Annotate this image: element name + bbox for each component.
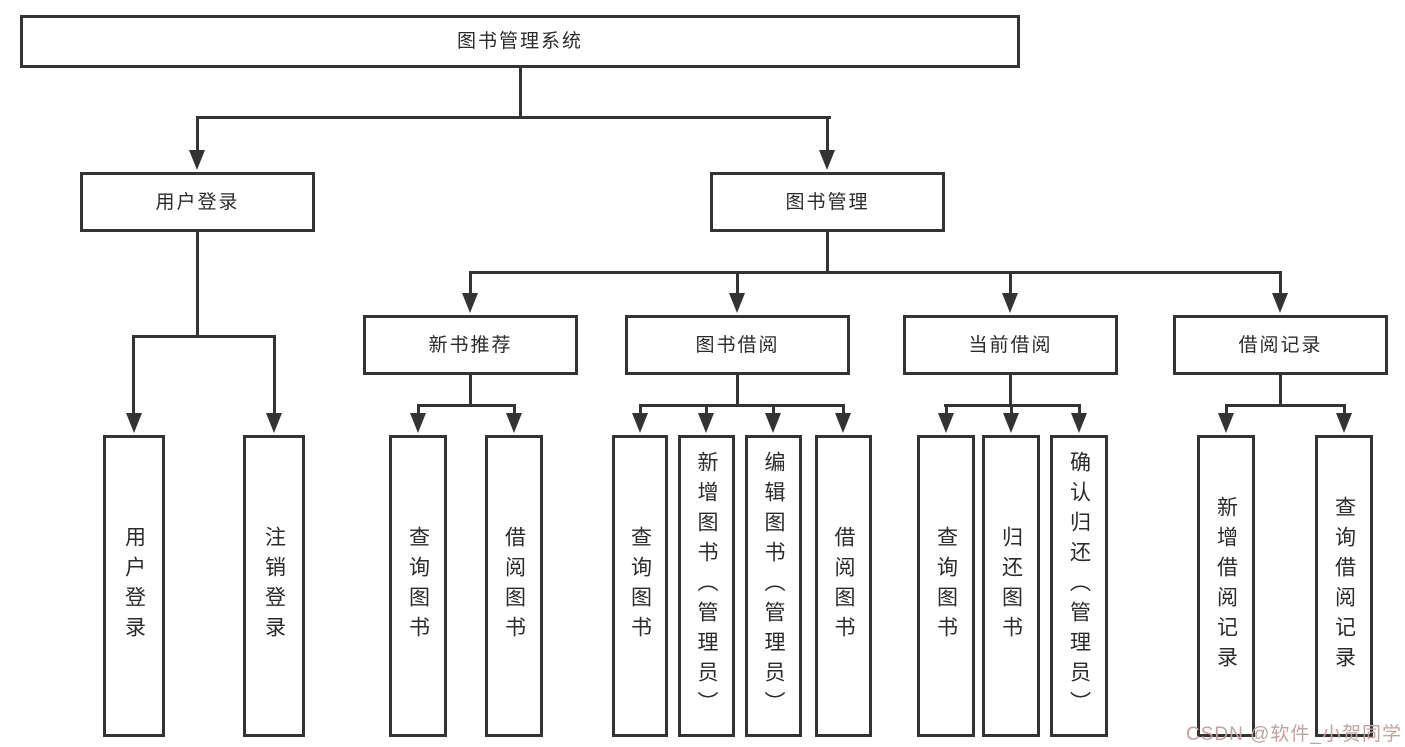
- connector-line: [1009, 375, 1012, 407]
- leaf-edit-books-admin: 编辑图书（管理员）: [745, 435, 802, 737]
- csdn-watermark: CSDN @软件_小贺同学: [1186, 724, 1402, 745]
- leaf-current-query-books: 查询图书: [917, 435, 975, 737]
- connector-line: [736, 271, 739, 295]
- leaf-recommend-query-books: 查询图书: [389, 435, 447, 737]
- leaf-query-borrow-record-label: 查询借阅记录: [1332, 496, 1356, 676]
- leaf-return-books-label: 归还图书: [999, 526, 1023, 646]
- node-book-management-label: 图书管理: [785, 191, 870, 213]
- connector-line: [417, 404, 516, 407]
- leaf-add-books-admin-label: 新增图书（管理员）: [695, 451, 719, 721]
- leaf-edit-books-admin-label: 编辑图书（管理员）: [762, 451, 786, 721]
- arrow-down-icon: [410, 413, 426, 433]
- leaf-borrow-query-books: 查询图书: [612, 435, 668, 737]
- leaf-borrow-query-books-label: 查询图书: [628, 526, 652, 646]
- leaf-confirm-return-admin-label: 确认归还（管理员）: [1067, 451, 1091, 721]
- leaf-add-borrow-record-label: 新增借阅记录: [1214, 496, 1238, 676]
- arrow-down-icon: [126, 413, 142, 433]
- connector-line: [469, 271, 1282, 274]
- connector-line: [513, 404, 516, 415]
- connector-line: [469, 271, 472, 295]
- arrow-down-icon: [506, 413, 522, 433]
- arrow-down-icon: [632, 413, 648, 433]
- arrow-down-icon: [189, 150, 205, 170]
- connector-line: [132, 335, 276, 338]
- leaf-recommend-query-books-label: 查询图书: [406, 526, 430, 646]
- connector-line: [417, 404, 420, 415]
- node-book-borrow-label: 图书借阅: [695, 334, 780, 356]
- arrow-down-icon: [765, 413, 781, 433]
- connector-line: [196, 116, 199, 152]
- node-borrow-record: 借阅记录: [1173, 315, 1388, 375]
- connector-line: [842, 404, 845, 415]
- connector-line: [705, 404, 708, 415]
- leaf-query-borrow-record: 查询借阅记录: [1315, 435, 1373, 737]
- connector-line: [639, 404, 845, 407]
- arrow-down-icon: [819, 150, 835, 170]
- node-user-login-label: 用户登录: [155, 191, 240, 213]
- connector-line: [639, 404, 642, 415]
- leaf-borrow-books: 借阅图书: [815, 435, 872, 737]
- node-root-label: 图书管理系统: [456, 31, 583, 52]
- leaf-recommend-borrow-books-label: 借阅图书: [502, 526, 526, 646]
- node-root: 图书管理系统: [20, 15, 1020, 68]
- connector-line: [469, 375, 472, 407]
- connector-line: [826, 232, 829, 273]
- arrow-down-icon: [938, 413, 954, 433]
- arrow-down-icon: [698, 413, 714, 433]
- arrow-down-icon: [1272, 293, 1288, 313]
- node-borrow-record-label: 借阅记录: [1238, 334, 1323, 356]
- leaf-user-login: 用户登录: [103, 435, 165, 737]
- connector-line: [945, 404, 948, 415]
- connector-line: [1279, 375, 1282, 407]
- leaf-add-books-admin: 新增图书（管理员）: [678, 435, 735, 737]
- connector-line: [1343, 404, 1346, 415]
- leaf-add-borrow-record: 新增借阅记录: [1197, 435, 1255, 737]
- arrow-down-icon: [462, 293, 478, 313]
- connector-line: [1010, 404, 1013, 415]
- arrow-down-icon: [1218, 413, 1234, 433]
- arrow-down-icon: [835, 413, 851, 433]
- leaf-logout-label: 注销登录: [262, 526, 286, 646]
- node-new-book-recommend-label: 新书推荐: [428, 334, 513, 356]
- leaf-recommend-borrow-books: 借阅图书: [485, 435, 543, 737]
- connector-line: [1078, 404, 1081, 415]
- connector-line: [826, 116, 829, 152]
- leaf-user-login-label: 用户登录: [122, 526, 146, 646]
- connector-line: [196, 232, 199, 335]
- node-new-book-recommend: 新书推荐: [363, 315, 578, 375]
- connector-line: [1225, 404, 1228, 415]
- leaf-logout: 注销登录: [243, 435, 305, 737]
- leaf-return-books: 归还图书: [982, 435, 1040, 737]
- leaf-current-query-books-label: 查询图书: [934, 526, 958, 646]
- node-current-borrow: 当前借阅: [903, 315, 1118, 375]
- node-book-management: 图书管理: [710, 172, 945, 232]
- connector-line: [196, 116, 831, 119]
- connector-line: [132, 335, 135, 414]
- node-book-borrow: 图书借阅: [625, 315, 850, 375]
- connector-line: [772, 404, 775, 415]
- connector-line: [1225, 404, 1346, 407]
- connector-line: [736, 375, 739, 407]
- connector-line: [1009, 271, 1012, 295]
- connector-line: [1279, 271, 1282, 295]
- leaf-confirm-return-admin: 确认归还（管理员）: [1050, 435, 1108, 737]
- arrow-down-icon: [1336, 413, 1352, 433]
- node-user-login: 用户登录: [80, 172, 315, 232]
- leaf-borrow-books-label: 借阅图书: [832, 526, 856, 646]
- arrow-down-icon: [729, 293, 745, 313]
- node-current-borrow-label: 当前借阅: [968, 334, 1053, 356]
- arrow-down-icon: [1003, 413, 1019, 433]
- arrow-down-icon: [266, 413, 282, 433]
- arrow-down-icon: [1071, 413, 1087, 433]
- connector-line: [519, 68, 522, 118]
- arrow-down-icon: [1002, 293, 1018, 313]
- connector-line: [273, 335, 276, 414]
